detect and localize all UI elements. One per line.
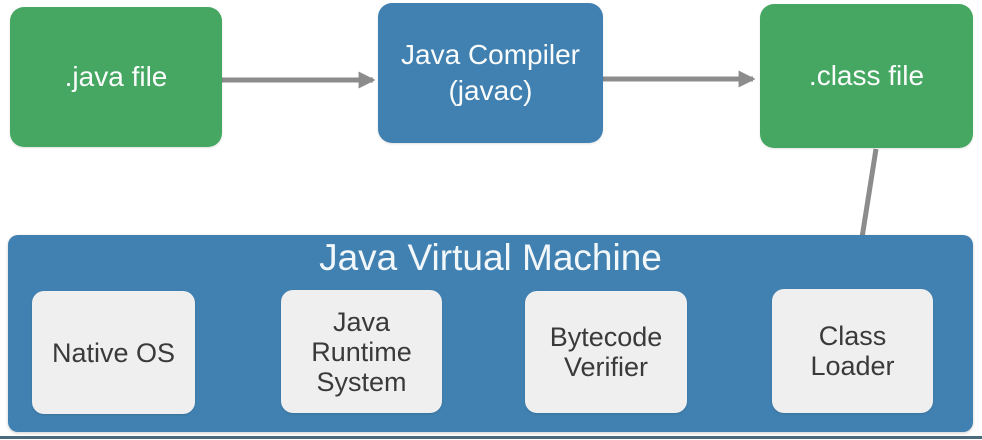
- node-native-os: Native OS: [32, 291, 195, 414]
- node-java-file: .java file: [10, 7, 222, 147]
- node-java-runtime-system-label-line3: System: [316, 366, 407, 397]
- node-class-loader-label-line1: Class: [818, 321, 887, 351]
- node-java-compiler-label-line1: Java Compiler: [401, 39, 580, 70]
- jvm-container: Java Virtual Machine Native OS Java Runt…: [8, 235, 973, 432]
- node-java-file-label: .java file: [64, 61, 168, 92]
- bottom-border-line: [0, 436, 982, 439]
- node-class-loader: Class Loader: [772, 289, 933, 413]
- node-java-runtime-system-label-line2: Runtime: [311, 336, 412, 367]
- jvm-title: Java Virtual Machine: [319, 237, 662, 278]
- node-bytecode-verifier-label-line2: Verifier: [563, 352, 649, 382]
- node-bytecode-verifier: Bytecode Verifier: [525, 291, 687, 413]
- node-java-runtime-system: Java Runtime System: [281, 290, 442, 413]
- node-class-file: .class file: [760, 4, 973, 148]
- node-class-loader-label-line2: Loader: [810, 351, 895, 381]
- node-native-os-label: Native OS: [51, 337, 176, 368]
- node-java-runtime-system-label-line1: Java: [332, 306, 391, 337]
- node-bytecode-verifier-label-line1: Bytecode: [549, 322, 663, 352]
- node-class-file-label: .class file: [808, 60, 925, 91]
- node-java-compiler: Java Compiler (javac): [378, 3, 603, 143]
- node-java-compiler-label-line2: (javac): [448, 75, 533, 106]
